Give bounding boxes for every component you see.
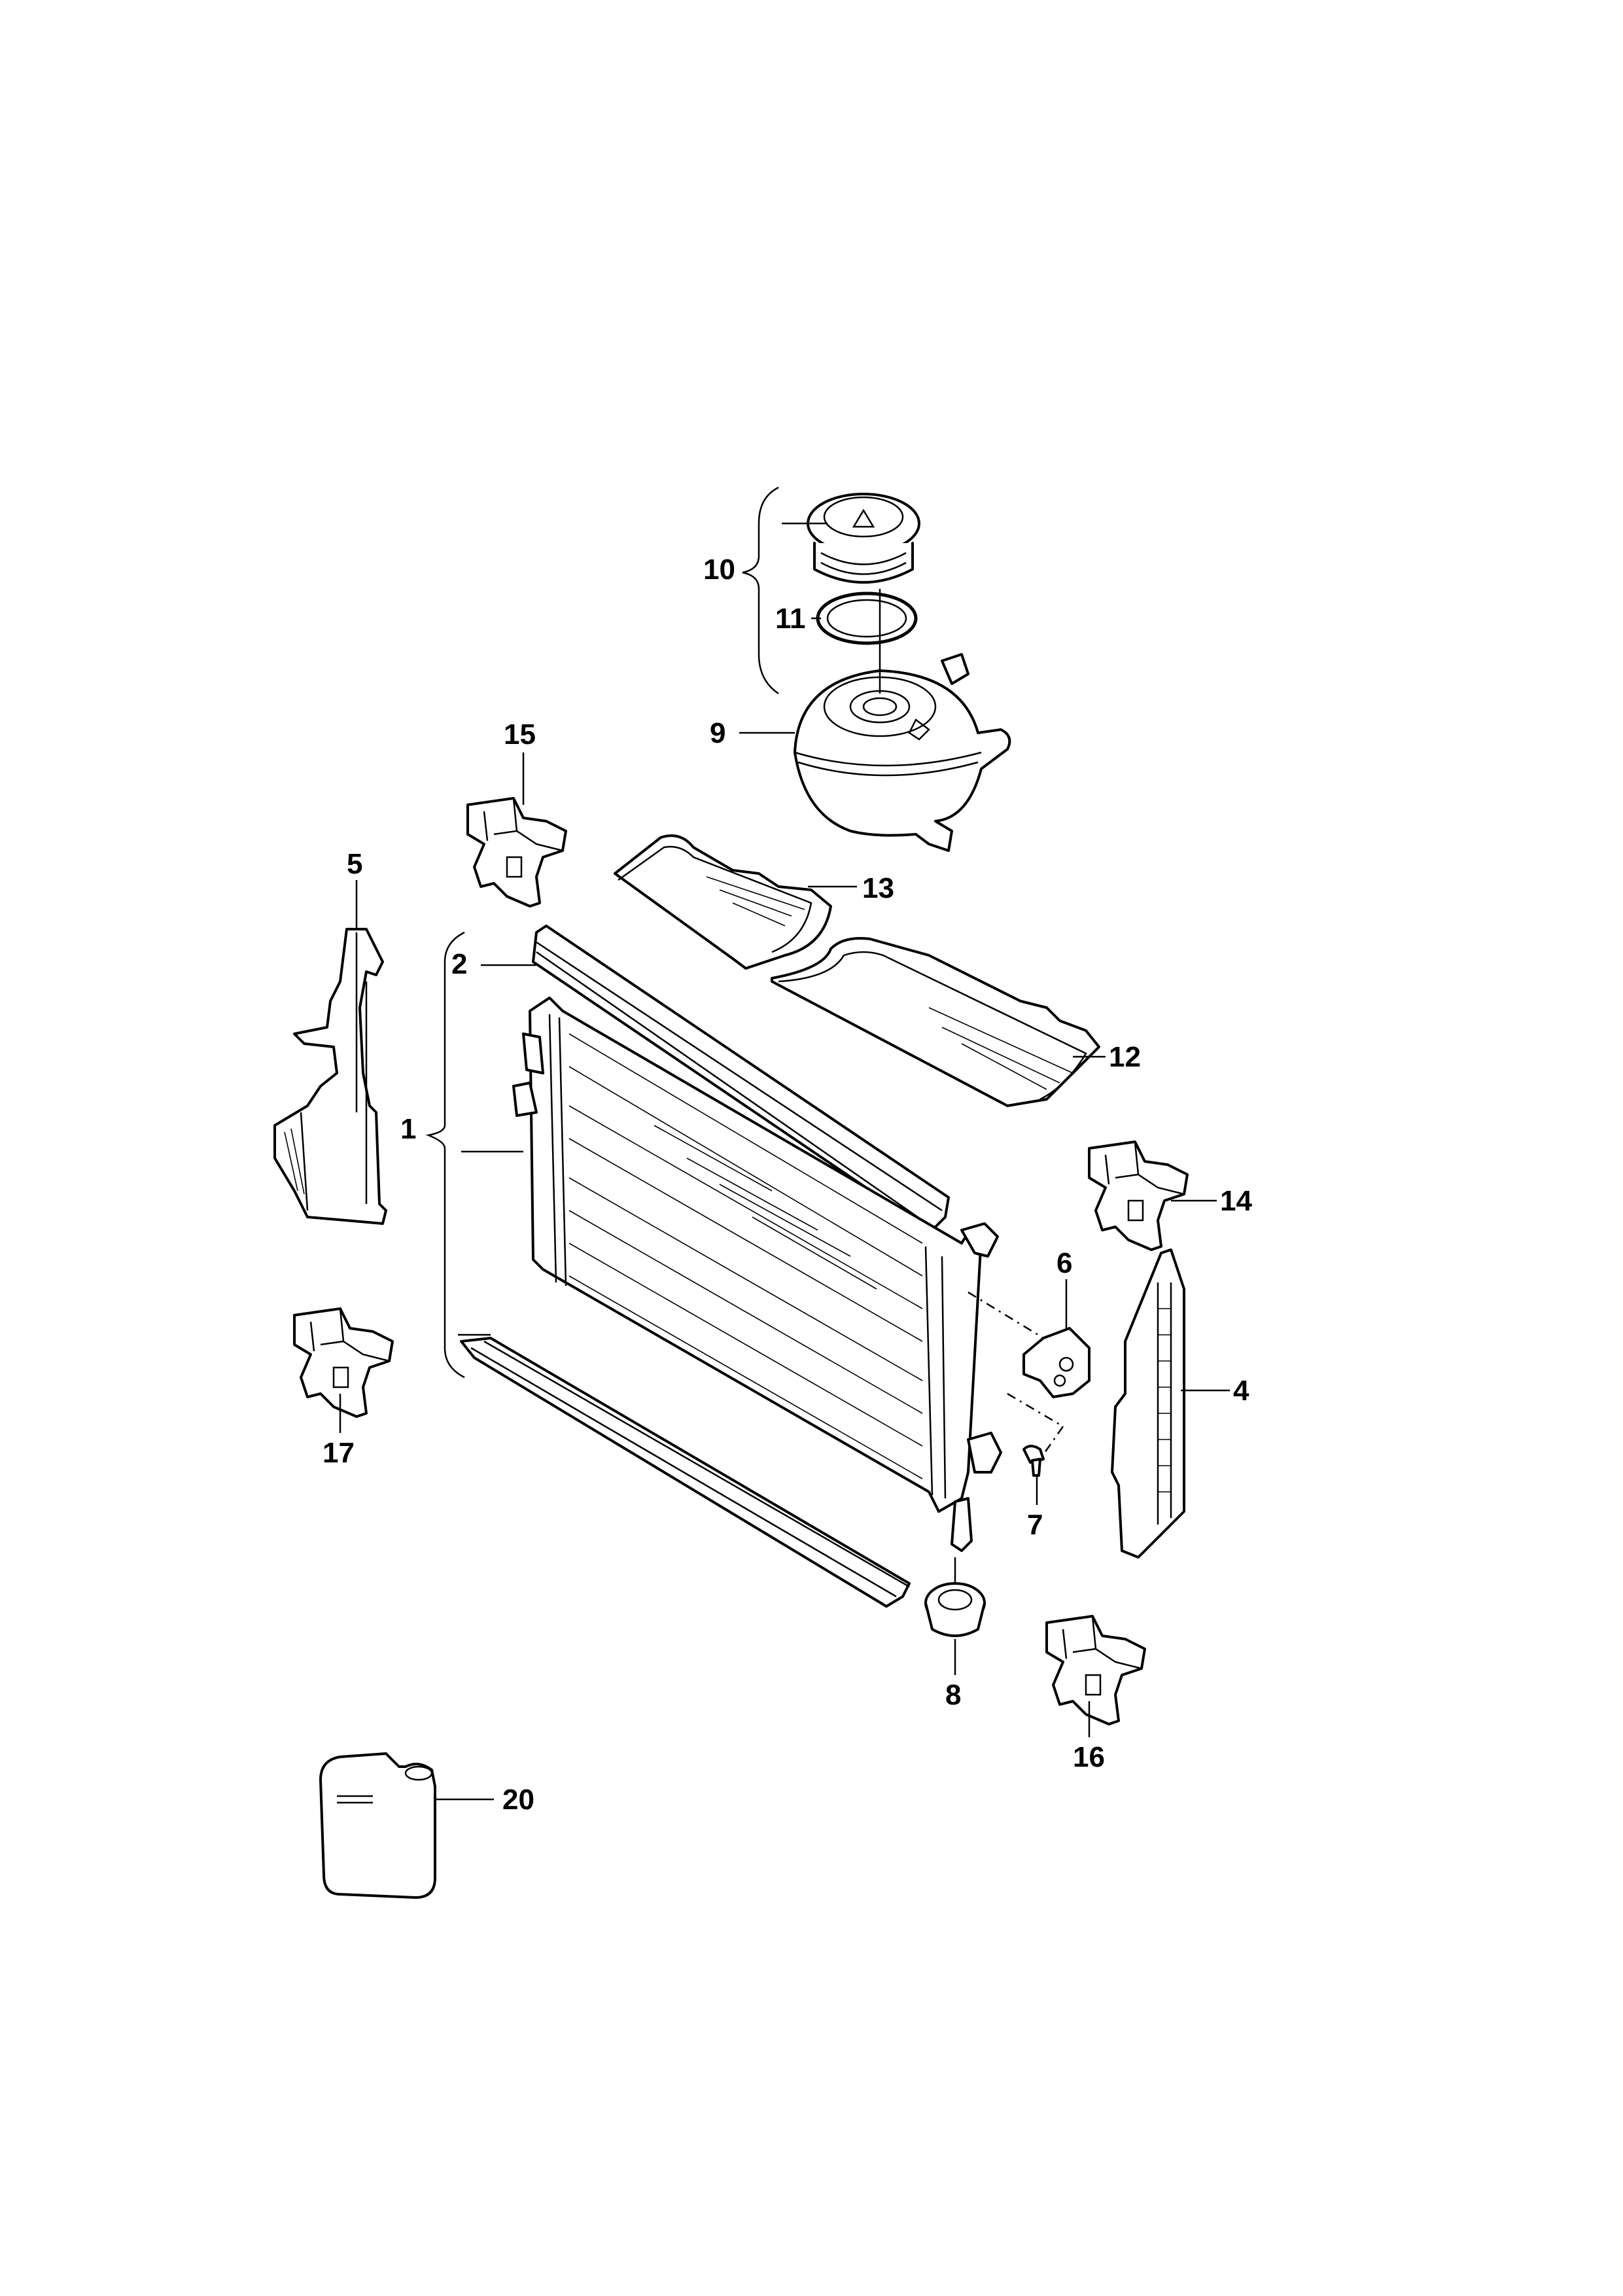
sensor xyxy=(1022,1327,1091,1398)
radiator xyxy=(512,997,1002,1552)
upper-seal-rail xyxy=(532,925,950,1235)
callout-8: 8 xyxy=(945,1679,961,1711)
filler-cap xyxy=(807,493,920,584)
callout-17: 17 xyxy=(323,1437,355,1469)
bracket-lower-right xyxy=(1045,1615,1146,1725)
callout-1: 1 xyxy=(400,1113,416,1145)
deflector-left xyxy=(273,928,387,1225)
coolant-canister xyxy=(319,1752,436,1899)
grommet xyxy=(924,1582,986,1637)
bracket-right xyxy=(1088,1140,1189,1251)
air-guide-lower xyxy=(771,937,1100,1107)
deflector-right xyxy=(1111,1248,1185,1559)
seal-ring xyxy=(816,592,918,645)
callout-9: 9 xyxy=(710,717,725,749)
air-guide-upper xyxy=(614,834,832,970)
callout-15: 15 xyxy=(504,718,536,751)
callout-12: 12 xyxy=(1109,1041,1141,1073)
bracket-lower-left xyxy=(293,1307,394,1418)
callout-4: 4 xyxy=(1233,1375,1249,1407)
screw xyxy=(1022,1445,1045,1477)
lower-seal-rail xyxy=(460,1337,911,1608)
callout-7: 7 xyxy=(1027,1509,1043,1541)
callout-5: 5 xyxy=(347,848,362,880)
callout-14: 14 xyxy=(1220,1185,1252,1217)
callout-13: 13 xyxy=(862,872,894,904)
callout-2: 2 xyxy=(451,948,467,980)
bracket-upper-left xyxy=(466,797,567,908)
callout-20: 20 xyxy=(502,1784,534,1816)
callout-16: 16 xyxy=(1073,1741,1105,1773)
callout-11: 11 xyxy=(775,603,806,635)
callout-6: 6 xyxy=(1056,1247,1072,1279)
expansion-tank xyxy=(794,653,1011,852)
callout-10: 10 xyxy=(703,554,735,586)
